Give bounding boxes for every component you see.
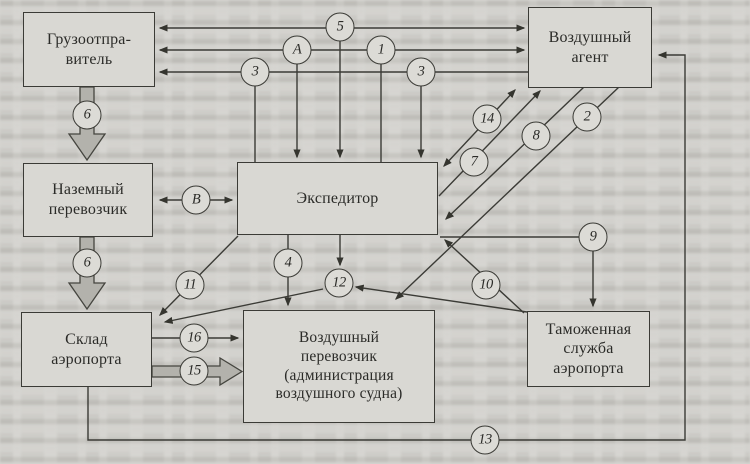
box-shipper: Грузоотпра- витель [23, 12, 155, 87]
flow-badge-12: 12 [324, 268, 354, 298]
box-ground-carrier: Наземный перевозчик [23, 163, 153, 237]
flow-badge-7: 7 [459, 147, 489, 177]
flow-badge-14: 14 [472, 104, 502, 134]
flow-badge-15: 15 [179, 356, 209, 386]
connector-12-to-warehouse [163, 288, 324, 324]
flow-badge-b: В [181, 185, 211, 215]
flow-badge-13: 13 [470, 425, 500, 455]
box-airport-warehouse: Склад аэропорта [21, 312, 152, 387]
flow-badge-8: 8 [521, 121, 551, 151]
flow-badge-6-bottom: 6 [72, 248, 102, 278]
flow-badge-10: 10 [471, 270, 501, 300]
connector-12-from-customs [354, 284, 528, 313]
box-air-agent: Воздушный агент [528, 7, 652, 88]
flow-badge-3-right: 3 [406, 57, 436, 87]
box-customs-service: Таможенная служба аэропорта [527, 311, 650, 387]
flow-badge-1: 1 [366, 35, 396, 65]
flow-badge-16: 16 [179, 323, 209, 353]
flow-badge-4: 4 [273, 248, 303, 278]
connector-8 [445, 86, 585, 220]
flow-badge-3-left: 3 [240, 57, 270, 87]
box-forwarder: Экспедитор [237, 162, 438, 235]
connector-13 [87, 51, 686, 441]
flow-badge-2: 2 [572, 102, 602, 132]
flow-badge-9: 9 [578, 222, 608, 252]
flow-badge-5: 5 [325, 12, 355, 42]
flow-badge-a: А [282, 35, 312, 65]
flow-badge-6-top: 6 [72, 100, 102, 130]
flow-badge-11: 11 [175, 270, 205, 300]
connector-7 [438, 90, 541, 197]
box-air-carrier: Воздушный перевозчик (администрация возд… [243, 310, 435, 423]
